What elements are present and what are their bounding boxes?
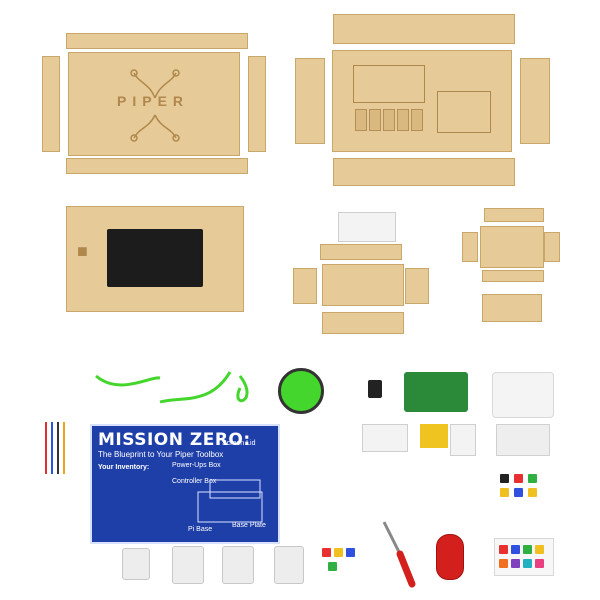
- powerups-strip-bottom: [482, 270, 544, 282]
- speaker-icon: [278, 368, 324, 414]
- wood-strip-top: [66, 33, 248, 49]
- blueprint-label-pi-base: Pi Base: [188, 526, 213, 533]
- blueprint-inventory-label: Your Inventory:: [98, 464, 150, 471]
- hardware-bag-4: [274, 546, 304, 584]
- controller-strip-bottom: [322, 312, 404, 334]
- etched-screen-outline: [353, 65, 425, 103]
- wood-board-panel: [332, 50, 512, 152]
- powerups-side-right: [544, 232, 560, 262]
- screen-lid-panel: ■: [66, 206, 244, 312]
- controller-main: [322, 264, 404, 306]
- powerups-side-left: [462, 232, 478, 262]
- yellow-sticker-sheet: [420, 424, 448, 448]
- small-breadboard-icon: [450, 424, 476, 456]
- mission-zero-blueprint: MISSION ZERO: The Blueprint to Your Pipe…: [90, 424, 280, 544]
- jumper-wires-icon: [45, 422, 65, 474]
- hardware-bag-2: [172, 546, 204, 584]
- colored-caps-tray: [494, 538, 554, 576]
- powerups-main: [480, 226, 544, 268]
- controller-strip-top: [320, 244, 402, 260]
- piper-etching: PIPER: [117, 93, 190, 109]
- controller-side-right: [405, 268, 429, 304]
- power-ups-case: [492, 372, 554, 418]
- button-row: [355, 109, 425, 131]
- blueprint-label-screen-lid: Screen Lid: [222, 440, 256, 447]
- acrylic-piece: [496, 424, 550, 456]
- hardware-bag-1: [122, 548, 150, 580]
- circuit-etching-icon: [130, 69, 180, 142]
- blueprint-label-power-ups-box: Power-Ups Box: [172, 462, 221, 469]
- powerups-strip-top: [484, 208, 544, 222]
- wood-side-left-right: [295, 58, 325, 144]
- blueprint-title: MISSION ZERO:: [98, 430, 251, 450]
- wood-top-panel: PIPER: [68, 52, 240, 156]
- breadboard-icon: [362, 424, 408, 452]
- clear-acrylic-piece: [338, 212, 396, 242]
- screwdriver-icon: [382, 521, 416, 588]
- wood-side-right: [248, 56, 266, 152]
- hardware-bag-3: [222, 546, 254, 584]
- blueprint-toolbox-drawing: [197, 479, 263, 523]
- pi-mount-outline: [437, 91, 491, 133]
- mouse-icon: [436, 534, 464, 580]
- usb-cable-icon: [95, 371, 249, 404]
- wood-strip-bottom-right: [333, 158, 515, 186]
- blueprint-subtitle: The Blueprint to Your Piper Toolbox: [98, 450, 224, 459]
- controller-side-left: [293, 268, 317, 304]
- blueprint-label-controller-box: Controller Box: [172, 478, 217, 485]
- lcd-screen: [107, 229, 203, 287]
- wood-strip-top-right: [333, 14, 515, 44]
- raspberry-pi-icon: [404, 372, 468, 412]
- microsd-card-icon: [368, 380, 382, 398]
- wood-strip-bottom: [66, 158, 248, 174]
- blueprint-label-base-plate: Base Plate: [232, 522, 266, 529]
- wood-side-left: [42, 56, 60, 152]
- robot-etching: ■: [77, 241, 88, 261]
- stickers-icon: [322, 548, 356, 578]
- powerups-buttons-plate: [482, 294, 542, 322]
- button-caps: [500, 474, 540, 504]
- wood-side-right-right: [520, 58, 550, 144]
